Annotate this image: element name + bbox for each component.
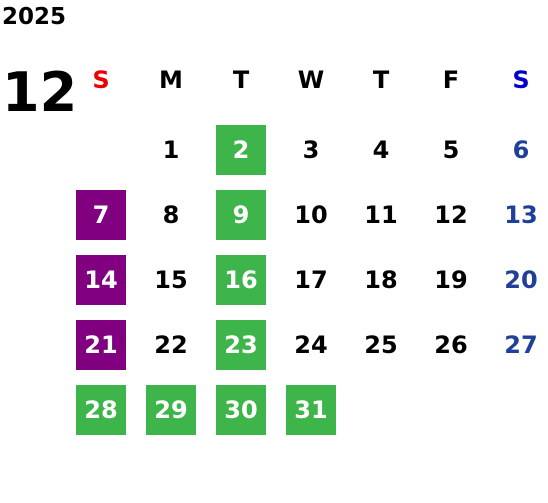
calendar-day-27[interactable]: 27 (504, 331, 538, 359)
weekday-header-thursday: T (372, 66, 390, 94)
year-label: 2025 (2, 4, 67, 30)
calendar-day-31[interactable]: 31 (286, 385, 336, 435)
calendar-day-13[interactable]: 13 (504, 201, 538, 229)
calendar-day-8[interactable]: 8 (162, 201, 180, 229)
weekday-header-saturday: S (512, 66, 530, 94)
calendar-day-16[interactable]: 16 (216, 255, 266, 305)
calendar-day-6[interactable]: 6 (512, 136, 530, 164)
calendar-day-30[interactable]: 30 (216, 385, 266, 435)
month-label: 12 (2, 61, 78, 124)
calendar-day-4[interactable]: 4 (372, 136, 390, 164)
calendar-day-1[interactable]: 1 (162, 136, 180, 164)
weekday-header-monday: M (159, 66, 183, 94)
calendar-day-14[interactable]: 14 (76, 255, 126, 305)
weekday-header-sunday: S (92, 66, 110, 94)
calendar-day-23[interactable]: 23 (216, 320, 266, 370)
calendar-day-11[interactable]: 11 (364, 201, 398, 229)
calendar-day-2[interactable]: 2 (216, 125, 266, 175)
calendar-day-17[interactable]: 17 (294, 266, 328, 294)
calendar-day-22[interactable]: 22 (154, 331, 188, 359)
calendar-day-7[interactable]: 7 (76, 190, 126, 240)
calendar-day-15[interactable]: 15 (154, 266, 188, 294)
calendar-day-19[interactable]: 19 (434, 266, 468, 294)
calendar-day-10[interactable]: 10 (294, 201, 328, 229)
weekday-header-wednesday: W (297, 66, 325, 94)
calendar-day-24[interactable]: 24 (294, 331, 328, 359)
calendar-day-25[interactable]: 25 (364, 331, 398, 359)
calendar-day-12[interactable]: 12 (434, 201, 468, 229)
calendar-day-3[interactable]: 3 (302, 136, 320, 164)
weekday-header-tuesday: T (232, 66, 250, 94)
calendar-day-9[interactable]: 9 (216, 190, 266, 240)
calendar-day-26[interactable]: 26 (434, 331, 468, 359)
calendar-day-21[interactable]: 21 (76, 320, 126, 370)
calendar-day-18[interactable]: 18 (364, 266, 398, 294)
calendar-day-29[interactable]: 29 (146, 385, 196, 435)
calendar-day-28[interactable]: 28 (76, 385, 126, 435)
weekday-header-friday: F (442, 66, 460, 94)
calendar-day-5[interactable]: 5 (442, 136, 460, 164)
calendar-day-20[interactable]: 20 (504, 266, 538, 294)
